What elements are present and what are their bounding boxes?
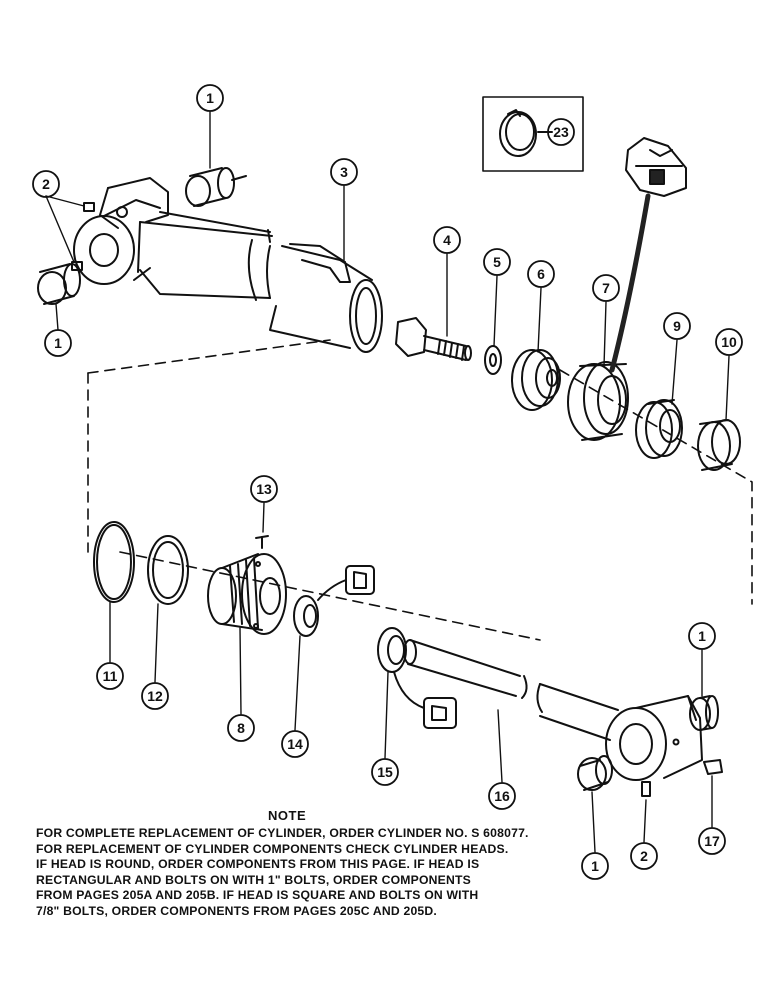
cylinder-tube <box>137 211 383 353</box>
callout-1: 1 <box>206 90 214 106</box>
backup-ring <box>147 535 189 605</box>
piston-seal <box>567 361 629 441</box>
piston <box>511 349 561 411</box>
piston-rod <box>403 639 619 741</box>
grease-fitting-lower <box>641 781 651 797</box>
callout-1: 1 <box>698 628 706 644</box>
head-screw <box>255 535 269 549</box>
callout-14: 14 <box>287 736 303 752</box>
rod-eye <box>605 695 703 781</box>
callout-16: 16 <box>494 788 510 804</box>
callout-23: 23 <box>553 124 569 140</box>
rod-wiper <box>293 565 375 637</box>
rod-seal <box>635 399 683 459</box>
callout-8: 8 <box>237 720 245 736</box>
o-ring <box>93 521 135 603</box>
wiper-ring <box>697 419 741 471</box>
callout-7: 7 <box>602 280 610 296</box>
bushing-lower-right <box>689 695 719 731</box>
note-line: 7/8" BOLTS, ORDER COMPONENTS FROM PAGES … <box>36 903 437 918</box>
assembly-centerline <box>87 339 753 641</box>
note-title: NOTE <box>268 808 307 823</box>
callout-2: 2 <box>42 176 50 192</box>
callout-10: 10 <box>721 334 737 350</box>
note-line: IF HEAD IS ROUND, ORDER COMPONENTS FROM … <box>36 857 480 872</box>
note-line: RECTANGULAR AND BOLTS ON WITH 1" BOLTS, … <box>36 872 471 887</box>
note-text: FOR COMPLETE REPLACEMENT OF CYLINDER, OR… <box>36 826 596 920</box>
note-line: FROM PAGES 205A AND 205B. IF HEAD IS SQU… <box>36 888 479 903</box>
cylinder-base-end <box>73 177 169 285</box>
piston-bolt <box>395 317 472 361</box>
callout-circles <box>32 84 743 880</box>
seal-detail <box>609 137 687 373</box>
bushing-top <box>185 167 247 207</box>
callout-12: 12 <box>147 688 163 704</box>
callout-2: 2 <box>640 848 648 864</box>
grease-fittings <box>71 202 95 271</box>
washer <box>484 345 502 375</box>
bushing-lower-left <box>577 755 613 791</box>
callout-6: 6 <box>537 266 545 282</box>
callout-5: 5 <box>493 254 501 270</box>
snap-ring-inset <box>482 96 584 172</box>
leader-lines <box>45 111 730 853</box>
callout-3: 3 <box>340 164 348 180</box>
callout-9: 9 <box>673 318 681 334</box>
cylinder-head <box>207 553 287 635</box>
callout-1: 1 <box>591 858 599 874</box>
callout-4: 4 <box>443 232 451 248</box>
callout-17: 17 <box>704 833 720 849</box>
callout-15: 15 <box>377 764 393 780</box>
note-line: FOR REPLACEMENT OF CYLINDER COMPONENTS C… <box>36 841 509 856</box>
note-line: FOR COMPLETE REPLACEMENT OF CYLINDER, OR… <box>36 826 529 840</box>
callout-1: 1 <box>54 335 62 351</box>
callout-13: 13 <box>256 481 272 497</box>
set-screw <box>703 759 723 775</box>
callout-11: 11 <box>103 668 118 684</box>
